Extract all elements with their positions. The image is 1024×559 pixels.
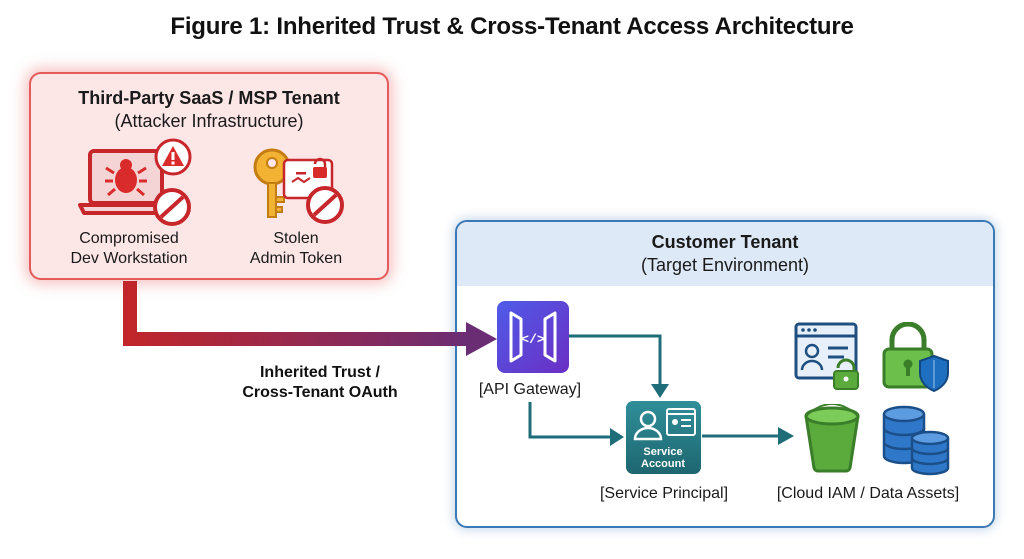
blocked-icon: [153, 188, 191, 226]
padlock-shield-icon: [882, 322, 949, 393]
customer-tenant-subtitle: (Target Environment): [640, 255, 810, 275]
attacker-tenant-title: Third-Party SaaS / MSP Tenant: [78, 88, 340, 108]
small-padlock-icon: [833, 358, 859, 390]
service-account-line2: Account: [641, 458, 685, 470]
inherited-trust-arrow: [123, 281, 497, 356]
laptop-malware-icon: [78, 149, 174, 215]
malware-bug-icon: [105, 159, 147, 197]
blocked-icon: [306, 186, 344, 224]
user-icon: [633, 410, 663, 441]
stolen-line2: Admin Token: [249, 250, 343, 267]
service-principal-label: [Service Principal]: [599, 485, 729, 502]
service-account-icon: Service Account: [626, 401, 701, 474]
gateway-to-service-arrow: [568, 334, 669, 398]
storage-bucket-icon: [804, 404, 860, 473]
compromised-line2: Dev Workstation: [70, 250, 188, 267]
service-account-line1: Service: [643, 446, 682, 458]
database-icon: [882, 405, 950, 476]
cloud-assets-label: [Cloud IAM / Data Assets]: [776, 485, 960, 502]
figure-title: Figure 1: Inherited Trust & Cross-Tenant…: [170, 13, 854, 40]
edge-label-line1: Inherited Trust /: [259, 364, 380, 381]
gateway-bypass-arrow: [528, 402, 624, 446]
edge-label-line2: Cross-Tenant OAuth: [242, 384, 398, 401]
inherited-trust-label: Inherited Trust / Cross-Tenant OAuth: [200, 363, 440, 403]
stolen-line1: Stolen: [273, 230, 319, 247]
identity-card-icon: [666, 408, 696, 436]
attacker-tenant-subtitle: (Attacker Infrastructure): [114, 111, 304, 131]
compromised-line1: Compromised: [79, 230, 179, 247]
svg-text:</>: </>: [521, 332, 545, 347]
identity-window-icon: [794, 322, 859, 390]
customer-tenant-title: Customer Tenant: [651, 232, 799, 252]
warning-icon: [154, 138, 192, 176]
api-gateway-icon: </>: [497, 301, 569, 373]
customer-tenant-header: [457, 222, 993, 286]
api-gateway-label: [API Gateway]: [478, 381, 582, 398]
stolen-token-label: Stolen Admin Token: [236, 229, 356, 269]
compromised-workstation-label: Compromised Dev Workstation: [54, 229, 204, 269]
service-to-assets-arrow: [702, 427, 794, 445]
